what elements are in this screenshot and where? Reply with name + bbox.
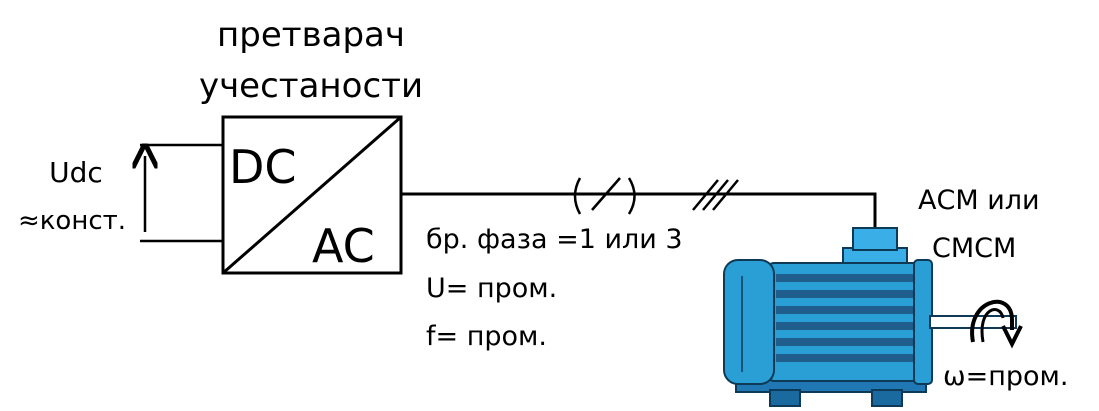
output-voltage-label: U= пром.: [426, 273, 557, 304]
converter-title-line2: учестаности: [199, 66, 423, 106]
input-voltage-label: Udc: [49, 156, 103, 189]
converter-title-line1: претварач: [217, 15, 405, 55]
converter-ac-label: AC: [312, 219, 375, 273]
motor-type-line2: СМСМ: [932, 233, 1016, 264]
converter-dc-label: DC: [229, 140, 297, 194]
three-phase-mark: [692, 179, 739, 211]
motor-type-line1: АСМ или: [918, 185, 1040, 216]
output-frequency-label: f= пром.: [426, 321, 547, 352]
motor-icon: [723, 227, 1017, 407]
motor-speed-label: ω=пром.: [943, 361, 1069, 392]
input-voltage-note: ≈конст.: [18, 206, 126, 236]
phase-count-label: бр. фаза =1 или 3: [426, 224, 683, 255]
single-phase-mark: [573, 177, 636, 215]
converter-diagonal: [222, 115, 402, 275]
output-line: [401, 192, 877, 228]
rotation-arrow-icon: [970, 299, 1023, 349]
